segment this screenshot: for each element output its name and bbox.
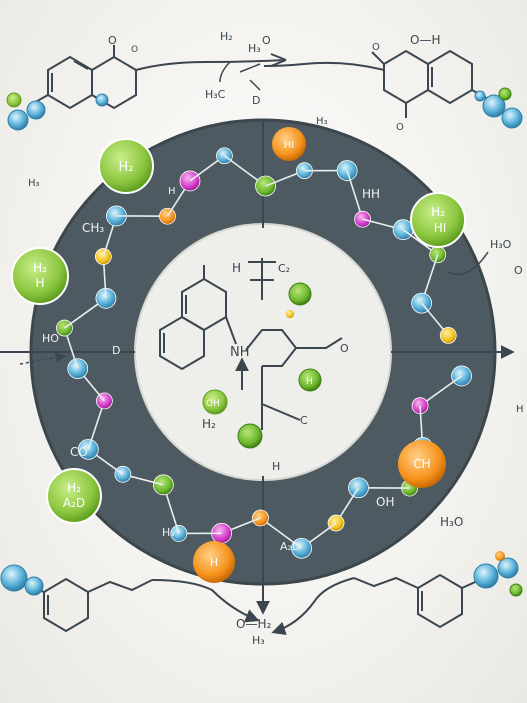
inner-atoms: [202, 282, 322, 449]
top-center-group: H₂ H₃ O H₃C D: [205, 30, 271, 107]
ring-ch3-label: CH₃: [82, 221, 104, 235]
top-right-oh-label: O—H: [410, 33, 440, 47]
ring-oh-label: OH: [376, 495, 394, 509]
inner-oxygen-label: O: [340, 342, 349, 355]
ring-h-label: H: [168, 186, 176, 197]
svg-text:CH: CH: [413, 457, 430, 471]
badge-lime-right: H₂ HI: [410, 192, 466, 248]
bottom-left-molecule: [25, 577, 260, 633]
bottom-right-molecule: [271, 573, 485, 636]
badge-lime-left-line2: H: [35, 276, 44, 290]
badge-lime-bottom-left-line1: H₂: [67, 481, 81, 495]
bottom-right-atom-cluster: [473, 551, 523, 597]
ring-bond: [259, 517, 303, 549]
top-left-oxygen-2: O: [131, 45, 138, 55]
top-right-oxygen: O: [396, 122, 404, 133]
badge-orange-top: HI: [272, 127, 306, 161]
top-left-molecule: [29, 45, 287, 110]
inner-c-label: C: [300, 414, 308, 427]
ring-h3-label: H₃: [162, 526, 175, 539]
bottom-right-h3o-label: H₃O: [440, 515, 463, 529]
inner-oh-badge-text: OH: [206, 399, 220, 409]
outer-ring: [29, 118, 497, 586]
badge-lime-left-line1: H₂: [33, 261, 47, 275]
left-ho-label: HO: [42, 332, 59, 345]
left-small-label: H₃: [28, 178, 40, 189]
top-right-oxygen-2: O: [372, 42, 380, 53]
inner-top-h-label: H: [232, 261, 241, 275]
top-center-label-d: D: [252, 94, 260, 107]
top-center-label-o: O: [262, 34, 271, 47]
inner-h2-label: H₂: [202, 417, 216, 431]
badge-lime-top-left: H₂: [98, 138, 154, 194]
badge-lime-right-line1: H₂: [431, 205, 445, 219]
ring-bond: [87, 400, 106, 450]
badge-lime-bottom-left: H₂ A₂D: [46, 468, 102, 524]
top-center-label-h2: H₂: [220, 30, 233, 43]
right-h-label: H: [516, 404, 524, 415]
ring-ad-label: A₂D: [280, 540, 300, 553]
ring-bond: [419, 375, 463, 407]
badge-lime-left: H₂ H: [11, 247, 69, 305]
ring-d-label: D: [334, 434, 342, 447]
inner-molecule: [159, 258, 343, 430]
svg-text:H₂: H₂: [119, 160, 134, 175]
ring-co-label: CO: [70, 445, 88, 459]
svg-text:H: H: [210, 556, 218, 569]
top-center-label-h3: H₃: [248, 42, 261, 55]
right-h3o-label: H₃O: [490, 238, 512, 251]
ring-atom-chain: [56, 147, 472, 559]
bottom-center-oh2-label: O—H₂: [236, 617, 271, 631]
inner-nh-label: NH: [230, 345, 250, 360]
top-orange-h3: H₃: [316, 116, 328, 127]
top-left-oxygen: O: [108, 34, 117, 47]
ring-atom: [114, 465, 132, 483]
dashed-arrow: [19, 352, 67, 365]
top-right-atom-cluster: [474, 87, 523, 129]
bottom-left-atom-cluster: [0, 564, 44, 596]
badge-orange-right: CH: [398, 440, 446, 488]
top-center-label-h3c: H₃C: [205, 88, 226, 101]
inner-h-badge-text: H: [306, 377, 313, 387]
ring-hh-label: HH: [362, 187, 380, 201]
ring-atom: [439, 326, 457, 344]
ring-bond: [346, 170, 364, 220]
inner-h-label: H: [272, 460, 280, 473]
top-left-atom-cluster: [6, 92, 109, 131]
inner-top-c2-label: C₂: [278, 262, 290, 275]
bottom-center-h3-label: H₃: [252, 634, 265, 647]
right-o-label: O: [514, 264, 523, 277]
top-right-molecule: [263, 49, 491, 118]
left-d-label: D: [112, 344, 120, 357]
badge-orange-bottom: H: [193, 541, 235, 583]
badge-lime-right-line2: HI: [434, 221, 447, 235]
right-curve: [447, 251, 489, 276]
quadrant-dividers: [0, 120, 515, 615]
svg-text:HI: HI: [284, 140, 294, 151]
badge-lime-bottom-left-line2: A₂D: [63, 496, 85, 510]
